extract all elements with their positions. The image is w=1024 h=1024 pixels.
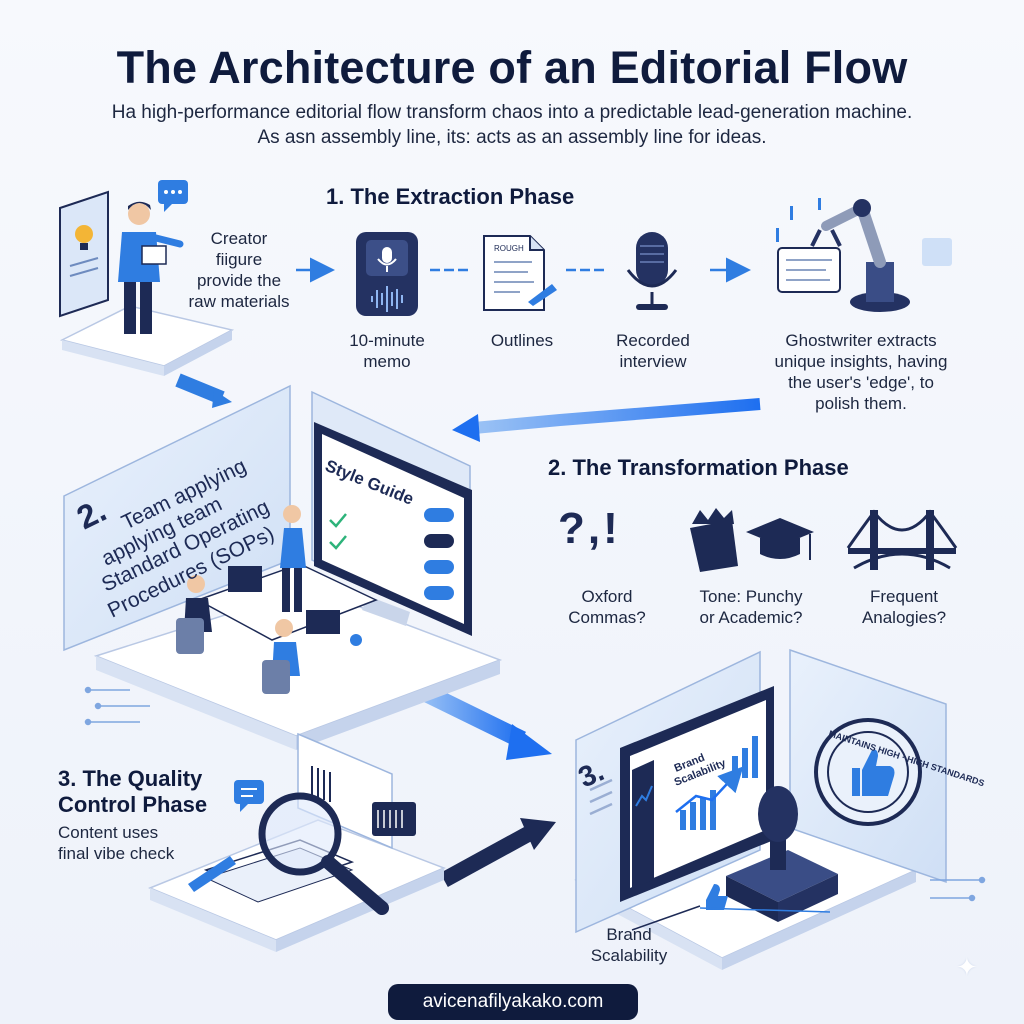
ghostwriter-label: Ghostwriter extracts unique insights, ha… — [756, 330, 966, 414]
high-standards-seal-icon — [814, 718, 922, 826]
brand-station — [574, 648, 947, 970]
speech-bubble-icon — [158, 180, 188, 212]
ghostwriter-label-line-1: Ghostwriter extracts — [785, 331, 937, 350]
arrow-ghostwriter-to-team — [473, 398, 761, 434]
punctuation-icon: ?,! — [558, 504, 621, 553]
ghostwriter-label-line-4: polish them. — [815, 394, 907, 413]
sparkle-icon: ✦ — [956, 952, 978, 982]
tone-fist-icon — [690, 508, 738, 572]
brand-label: Brand Scalability — [576, 924, 682, 966]
interview-label: Recorded interview — [598, 330, 708, 372]
circuit-lines-decoration — [84, 686, 986, 902]
robotic-arm-icon — [776, 198, 952, 312]
brand-label-line-1: Brand — [606, 925, 652, 944]
quality-desc-line-1: Content uses — [58, 823, 159, 842]
oxford-label-line-1: Oxford — [581, 587, 633, 606]
creator-label-line-2: fiigure — [215, 250, 263, 269]
brand-label-line-2: Scalability — [590, 946, 668, 965]
subtitle-line-2: As asn assembly line, its: acts as an as… — [257, 127, 767, 148]
analogies-label-line-2: Analogies? — [861, 608, 947, 627]
interview-label-line-1: Recorded — [616, 331, 690, 350]
barcode-icon — [311, 766, 331, 802]
thumbs-up-icon — [706, 884, 728, 910]
tone-label-line-2: or Academic? — [699, 608, 803, 627]
footer-url-link[interactable]: avicenafilyakako.com — [388, 984, 638, 1020]
chat-bubble-icon — [234, 780, 264, 812]
quality-title-line-2: Control Phase — [58, 792, 208, 817]
creator-label-line-3: provide the — [196, 271, 282, 290]
oxford-label: Oxford Commas? — [552, 586, 662, 628]
quality-desc: Content uses final vibe check — [58, 822, 228, 864]
creator-label-line-1: Creator — [210, 229, 268, 248]
creator-label-line-4: raw materials — [188, 292, 290, 311]
ghostwriter-label-line-2: unique insights, having — [774, 352, 948, 371]
analogies-label: Frequent Analogies? — [846, 586, 962, 628]
memo-label-line-2: memo — [363, 352, 411, 371]
quality-title-line-1: 3. The Quality — [58, 766, 203, 791]
quality-station — [148, 732, 446, 952]
outlines-label: Outlines — [490, 331, 554, 350]
outline-document-icon: ROUGH — [483, 235, 557, 311]
voice-memo-phone-icon — [356, 232, 418, 316]
outline-doc-text: ROUGH — [494, 244, 524, 253]
arrow-team-to-brand — [416, 681, 526, 749]
creator-figure-icon — [118, 201, 184, 334]
ghostwriter-label-line-3: the user's 'edge', to — [788, 373, 934, 392]
team-sop-station — [63, 384, 503, 750]
checklist-icon — [329, 513, 347, 550]
transformation-phase-title: 2. The Transformation Phase — [548, 455, 849, 480]
lightbulb-tablet-icon — [59, 190, 109, 318]
creator-label: Creator fiigure provide the raw material… — [188, 228, 290, 312]
subtitle-line-1: Ha high-performance editorial flow trans… — [111, 102, 913, 123]
tone-label: Tone: Punchy or Academic? — [680, 586, 822, 628]
interview-label-line-2: interview — [619, 352, 687, 371]
microphone-icon — [626, 232, 678, 310]
tone-label-line-1: Tone: Punchy — [699, 587, 803, 606]
page-title: The Architecture of an Editorial Flow — [116, 42, 908, 93]
quality-phase-title: 3. The Quality Control Phase — [58, 766, 207, 818]
team-people-icon — [176, 505, 306, 694]
arrow-quality-to-brand — [440, 826, 532, 888]
memo-label: 10-minute memo — [334, 330, 440, 372]
bridge-icon — [846, 509, 958, 570]
graduation-cap-icon — [746, 518, 814, 560]
quality-desc-line-2: final vibe check — [58, 844, 175, 863]
memo-label-line-1: 10-minute — [349, 331, 425, 350]
creator-station — [59, 180, 235, 376]
analogies-label-line-1: Frequent — [869, 587, 939, 606]
extraction-phase-title: 1. The Extraction Phase — [326, 184, 575, 209]
oxford-label-line-2: Commas? — [568, 608, 646, 627]
magnifying-glass-icon — [258, 792, 389, 915]
